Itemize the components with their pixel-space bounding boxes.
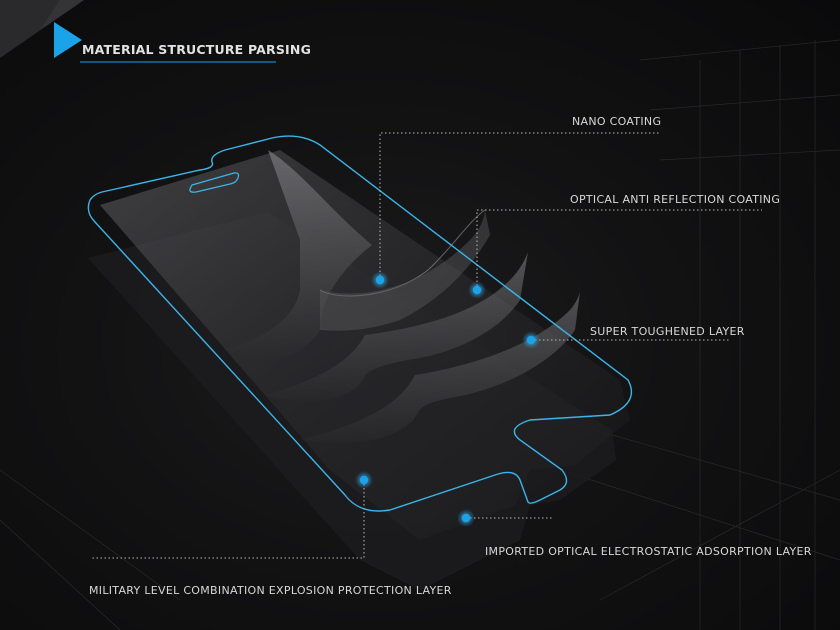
glass-outline — [87, 135, 633, 512]
curled-layer-3 — [300, 292, 580, 443]
label-super-toughened: SUPER TOUGHENED LAYER — [590, 325, 745, 338]
page-title: MATERIAL STRUCTURE PARSING — [82, 42, 312, 57]
marker-dot-explosion — [355, 471, 373, 489]
label-electrostatic-adsorption: IMPORTED OPTICAL ELECTROSTATIC ADSORPTIO… — [485, 545, 812, 558]
leader-lines — [92, 132, 762, 559]
marker-dot-nano — [371, 271, 389, 289]
speaker-slot — [189, 172, 240, 193]
curled-layer-1b — [320, 210, 490, 331]
background-lines — [0, 39, 840, 630]
marker-dot-toughened — [522, 331, 540, 349]
corner-decoration — [0, 0, 84, 58]
curled-layer-2 — [265, 252, 528, 402]
curled-layer-1-edge — [319, 209, 486, 297]
label-optical-anti-reflection: OPTICAL ANTI REFLECTION COATING — [570, 193, 781, 206]
label-explosion-protection: MILITARY LEVEL COMBINATION EXPLOSION PRO… — [89, 584, 452, 597]
marker-dot-electrostatic — [457, 509, 475, 527]
marker-dot-anti-reflection — [468, 281, 486, 299]
curled-layer-1 — [225, 150, 372, 360]
label-nano-coating: NANO COATING — [572, 115, 662, 128]
play-triangle-icon — [54, 22, 82, 58]
